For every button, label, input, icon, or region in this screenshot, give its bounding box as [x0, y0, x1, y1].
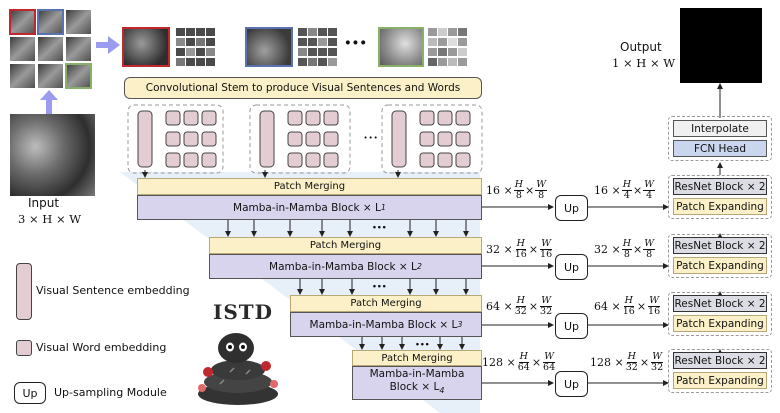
- decoder-group-4: [668, 349, 772, 393]
- legend-sentence-swatch: [16, 263, 32, 320]
- decoder-group-2: [668, 234, 772, 278]
- patch-expanding-3: Patch Expanding: [673, 315, 767, 332]
- arrow-up-icon: [40, 90, 58, 114]
- head-group: [668, 116, 772, 161]
- legend-upsampling-label: Up-sampling Module: [54, 386, 167, 399]
- legend-sentence-label: Visual Sentence embedding: [36, 284, 190, 297]
- resnet-block-2: ResNet Block × 2: [673, 237, 767, 254]
- resnet-block-3: ResNet Block × 2: [673, 295, 767, 312]
- conv-stem-box: Convolutional Stem to produce Visual Sen…: [124, 77, 482, 99]
- patch-merging-2: Patch Merging: [209, 237, 482, 254]
- decoder-group-1: [668, 175, 772, 219]
- istd-logo-text: ISTD: [213, 300, 274, 324]
- up-module-3: Up: [555, 313, 588, 339]
- ellipsis-stage-2: ···: [372, 279, 387, 295]
- word-grid-1: [176, 28, 215, 66]
- mamba-block-4: Mamba-in-Mamba Block × L4: [352, 366, 482, 400]
- resnet-block-4: ResNet Block × 2: [673, 352, 767, 369]
- fcn-head-box: FCN Head: [673, 140, 767, 157]
- output-dims: 1 × H × W: [612, 56, 676, 70]
- ellipsis-stage-3: ···: [415, 337, 430, 353]
- patch-expanding-4: Patch Expanding: [673, 372, 767, 389]
- decoder-group-3: [668, 292, 772, 336]
- input-image: [10, 114, 95, 196]
- resnet-block-1: ResNet Block × 2: [673, 178, 767, 195]
- up-module-1: Up: [555, 195, 588, 221]
- patch-expanding-2: Patch Expanding: [673, 257, 767, 274]
- patch-merging-3: Patch Merging: [290, 295, 482, 312]
- top-ellipsis: ···: [344, 30, 367, 56]
- ellipsis-stage-1: ···: [372, 220, 387, 236]
- word-grid-2: [298, 28, 337, 66]
- legend-word-label: Visual Word embedding: [36, 341, 167, 354]
- arrow-right-icon: [96, 36, 120, 54]
- input-dims: 3 × H × W: [18, 212, 82, 226]
- embedding-groups: [127, 104, 483, 174]
- interpolate-box: Interpolate: [673, 120, 767, 137]
- patch-image-red: [122, 27, 170, 67]
- patch-merging-1: Patch Merging: [137, 178, 482, 195]
- patch-image-blue: [245, 27, 293, 67]
- embedding-ellipsis: ···: [363, 128, 379, 147]
- input-label: Input: [28, 196, 60, 210]
- patch-merging-4: Patch Merging: [352, 350, 482, 366]
- snake-mascot-icon: [198, 333, 278, 405]
- patch-expanding-1: Patch Expanding: [673, 198, 767, 215]
- conv-stem-label: Convolutional Stem to produce Visual Sen…: [145, 82, 461, 94]
- patch-image-green: [378, 27, 424, 67]
- output-mask-image: [680, 8, 762, 83]
- up-module-4: Up: [555, 371, 588, 397]
- legend-word-swatch: [16, 340, 32, 356]
- output-label: Output: [620, 40, 662, 54]
- input-patch-grid: [8, 8, 93, 90]
- up-module-2: Up: [555, 254, 588, 280]
- word-grid-3: [428, 28, 467, 66]
- legend-up-box: Up: [14, 382, 46, 404]
